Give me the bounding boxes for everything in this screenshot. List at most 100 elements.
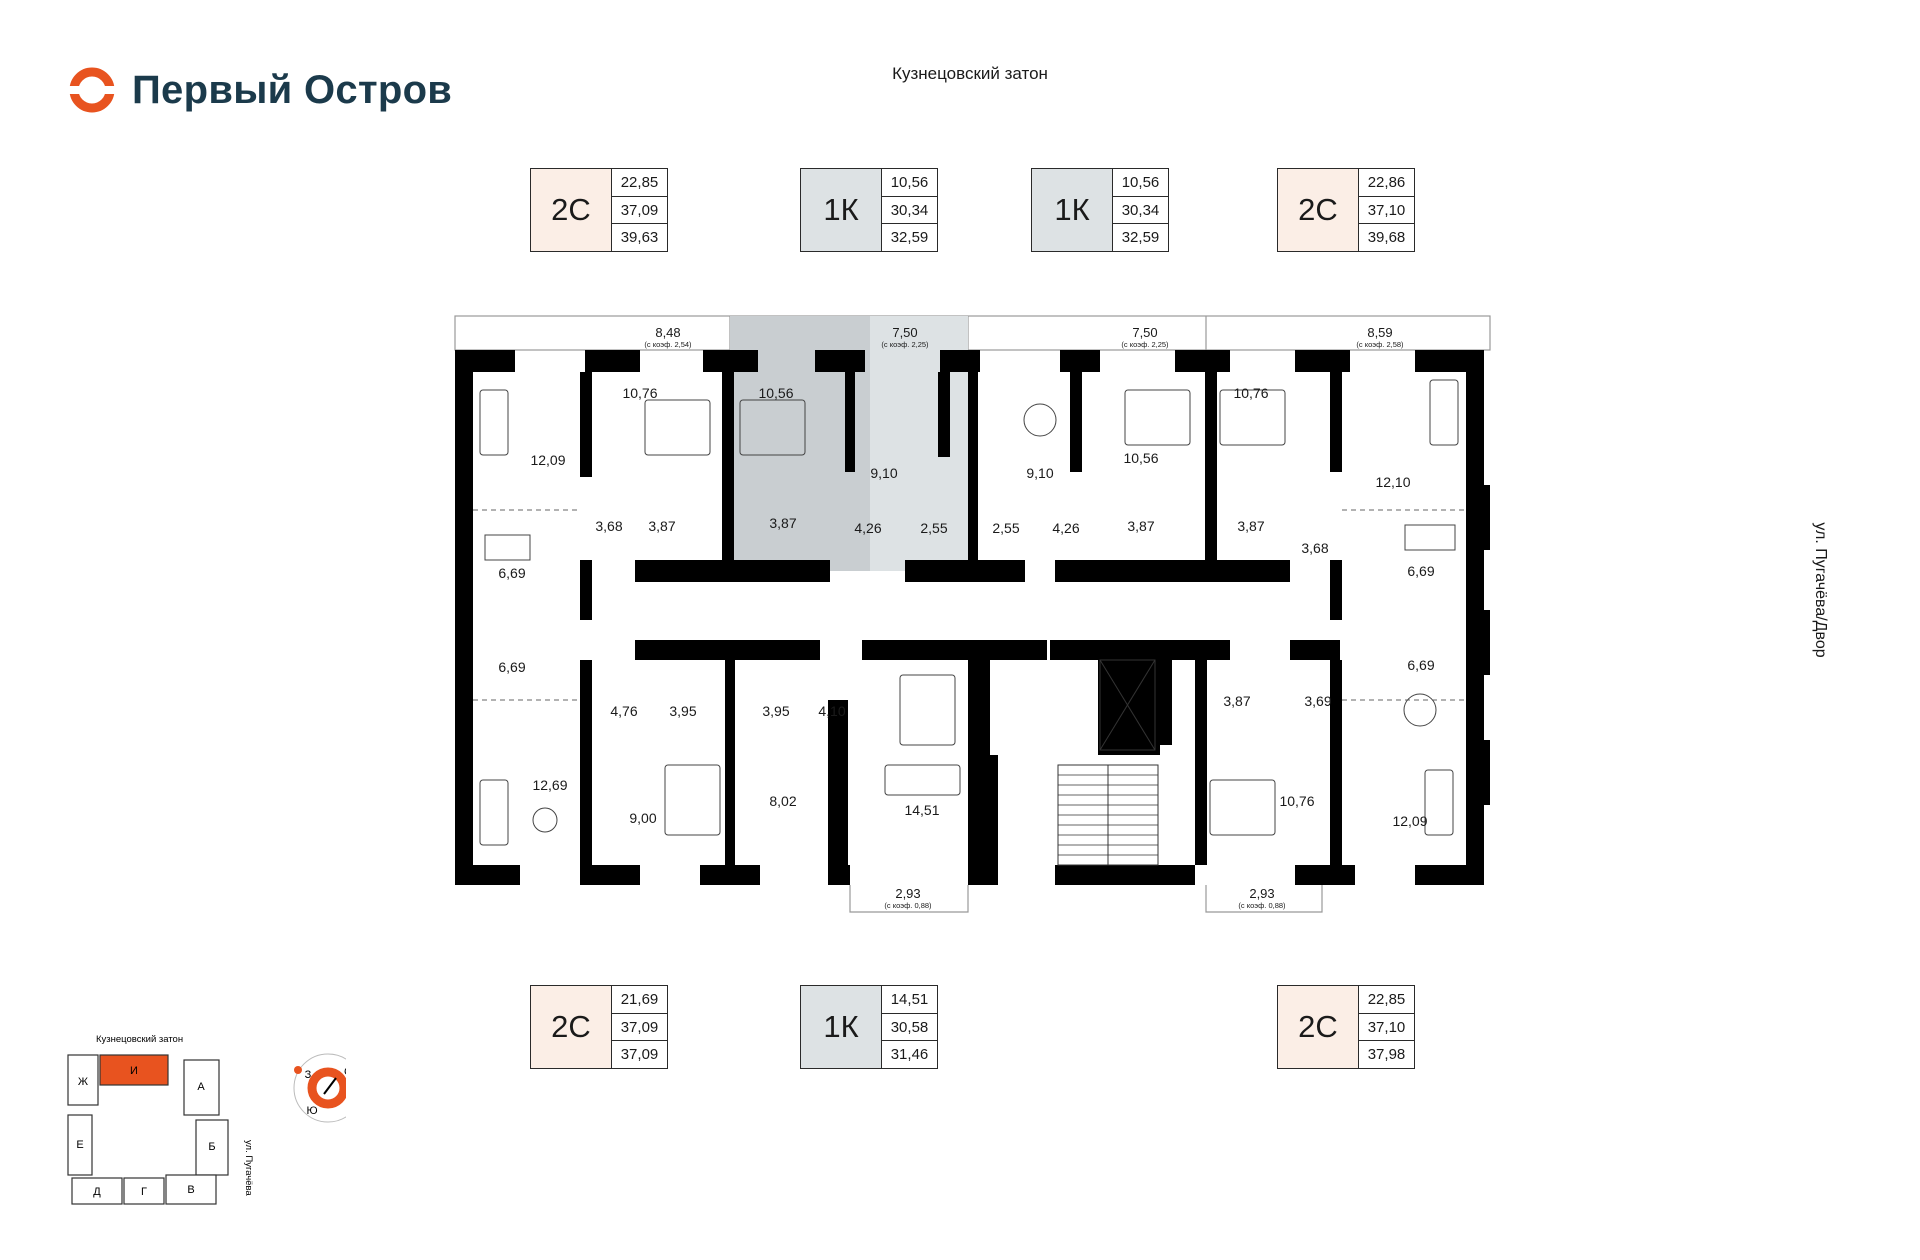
total-area: 37,09 [612, 1012, 667, 1041]
balcony-area: 8,48 [655, 325, 680, 340]
room-area: 10,56 [1123, 450, 1158, 466]
room-area: 3,87 [1237, 518, 1264, 534]
room-area: 12,10 [1375, 474, 1410, 490]
balcony-coef: (с коэф. 0,88) [1238, 901, 1286, 910]
room-area: 14,51 [904, 802, 939, 818]
living-area: 10,56 [890, 173, 929, 191]
brand-logo: Первый Остров [66, 64, 452, 116]
compass-south: Ю [306, 1105, 317, 1117]
minimap-section: Ж [78, 1076, 88, 1088]
total-area: 37,10 [1359, 195, 1414, 224]
room-area: 6,69 [1407, 657, 1434, 673]
total-area-with-balcony: 32,59 [1113, 223, 1168, 251]
balcony-area: 7,50 [892, 325, 917, 340]
logo-icon [66, 67, 118, 113]
balcony-coef: (с коэф. 2,25) [1121, 340, 1169, 349]
living-area: 10,56 [1121, 173, 1160, 191]
room-area: 4,26 [854, 520, 881, 536]
room-area: 12,09 [530, 452, 565, 468]
top-street-label: Кузнецовский затон [892, 64, 1048, 83]
room-labels: 10,76 10,56 9,10 9,10 10,56 10,76 12,09 … [498, 385, 1434, 829]
room-area: 3,87 [1223, 693, 1250, 709]
room-area: 3,68 [1301, 540, 1328, 556]
room-area: 10,76 [622, 385, 657, 401]
room-area: 9,10 [1026, 465, 1053, 481]
apartment-type: 1К [801, 169, 882, 251]
compass-west: З [305, 1069, 312, 1081]
total-area: 30,58 [882, 1012, 937, 1041]
apartment-type: 1К [801, 986, 882, 1068]
furniture [479, 379, 1459, 846]
total-area-with-balcony: 37,09 [612, 1040, 667, 1068]
room-area: 6,69 [1407, 563, 1434, 579]
minimap-section: В [187, 1184, 194, 1196]
walls [455, 350, 1490, 885]
room-area: 2,55 [992, 520, 1019, 536]
room-area: 9,00 [629, 810, 656, 826]
total-area: 30,34 [882, 195, 937, 224]
living-area: 14,51 [890, 990, 929, 1008]
stair-steps [1058, 774, 1158, 856]
room-area: 3,87 [769, 515, 796, 531]
apartment-type: 2С [1278, 986, 1359, 1068]
room-area: 3,69 [1304, 693, 1331, 709]
room-area: 6,69 [498, 659, 525, 675]
site-minimap: Кузнецовский затон Ж И А Е Б Д Г В ул. П… [67, 1034, 346, 1205]
room-area: 12,69 [532, 777, 567, 793]
room-area: 8,02 [769, 793, 796, 809]
balcony-area: 7,50 [1132, 325, 1157, 340]
total-area-with-balcony: 32,59 [882, 223, 937, 251]
minimap-highlight-section [99, 1054, 169, 1086]
room-area: 3,87 [648, 518, 675, 534]
minimap-street: ул. Пугачёва [243, 1140, 254, 1196]
room-area: 10,56 [758, 385, 793, 401]
brand-name: Первый Остров [132, 67, 453, 112]
balcony-coef: (с коэф. 2,25) [881, 340, 929, 349]
room-area: 10,76 [1279, 793, 1314, 809]
minimap-section: И [130, 1065, 138, 1077]
room-area: 3,95 [669, 703, 696, 719]
balcony-coef: (с коэф. 0,88) [884, 901, 932, 910]
room-area: 3,87 [1127, 518, 1154, 534]
room-area: 10,76 [1233, 385, 1268, 401]
room-area: 6,69 [498, 565, 525, 581]
living-area: 22,85 [620, 173, 659, 191]
compass-icon: З С Ю В [293, 1053, 346, 1123]
minimap-section: Е [76, 1139, 83, 1151]
total-area-with-balcony: 31,46 [882, 1040, 937, 1068]
living-area: 22,85 [1367, 990, 1406, 1008]
apartment-type: 2С [531, 986, 612, 1068]
compass-north: С [344, 1066, 346, 1078]
balcony-area: 2,93 [1249, 886, 1274, 901]
living-area: 21,69 [620, 990, 659, 1008]
balcony-area: 2,93 [895, 886, 920, 901]
total-area-with-balcony: 39,68 [1359, 223, 1414, 251]
balcony-coef: (с коэф. 2,58) [1356, 340, 1404, 349]
total-area: 37,09 [612, 195, 667, 224]
room-area: 9,10 [870, 465, 897, 481]
total-area-with-balcony: 37,98 [1359, 1040, 1414, 1068]
room-area: 4,10 [818, 703, 845, 719]
room-area: 4,26 [1052, 520, 1079, 536]
room-area: 4,76 [610, 703, 637, 719]
minimap-section: Д [93, 1186, 101, 1198]
room-area: 3,95 [762, 703, 789, 719]
total-area: 30,34 [1113, 195, 1168, 224]
room-area: 3,68 [595, 518, 622, 534]
minimap-section: Б [208, 1141, 215, 1153]
balcony-area: 8,59 [1367, 325, 1392, 340]
apartment-type: 1К [1032, 169, 1113, 251]
minimap-section: Г [141, 1186, 147, 1198]
minimap-title: Кузнецовский затон [96, 1034, 183, 1045]
zone-separators [473, 509, 1466, 701]
total-area: 37,10 [1359, 1012, 1414, 1041]
minimap-section: А [197, 1081, 205, 1093]
